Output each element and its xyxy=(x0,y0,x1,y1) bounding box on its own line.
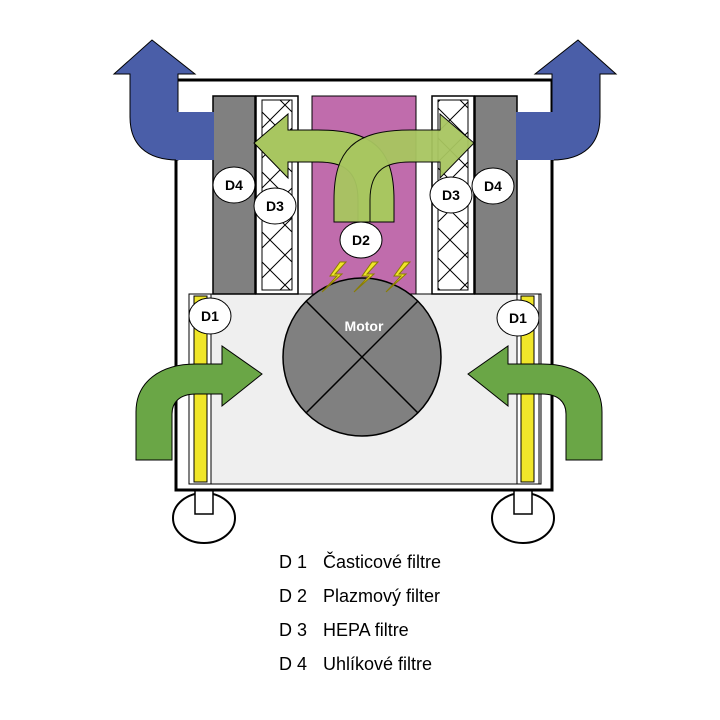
outflow-duct-left xyxy=(176,112,214,160)
spark-icon xyxy=(353,261,380,293)
label-d4-left: D4 xyxy=(212,166,256,204)
legend-text: Uhlíkové filtre xyxy=(323,654,433,674)
legend: D 1 Časticové filtre D 2 Plazmový filter D… xyxy=(279,550,441,686)
legend-item: D 3 HEPA filtre xyxy=(279,618,441,652)
label-d2: D2 xyxy=(339,221,383,259)
legend-code: D 4 xyxy=(279,654,308,674)
svg-text:D3: D3 xyxy=(266,198,284,214)
legend-text: HEPA filtre xyxy=(323,620,409,640)
inflow-arrow-left xyxy=(135,345,263,461)
legend-text: Časticové filtre xyxy=(323,552,442,572)
legend-code: D 2 xyxy=(279,586,308,606)
motor: Motor xyxy=(282,277,442,437)
legend-code: D 1 xyxy=(279,552,308,572)
plasma-sparks xyxy=(321,261,412,293)
spark-icon xyxy=(321,261,348,293)
svg-text:D4: D4 xyxy=(484,178,502,194)
plasma-filter xyxy=(311,95,417,295)
inner-arrow-right xyxy=(333,112,475,223)
outflow-duct-right xyxy=(516,112,554,160)
outflow-arrow-left xyxy=(112,39,197,161)
legend-item: D 2 Plazmový filter xyxy=(279,584,441,618)
svg-text:D4: D4 xyxy=(225,177,243,193)
legend-item: D 1 Časticové filtre xyxy=(279,550,441,584)
motor-label: Motor xyxy=(345,318,384,334)
outflow-arrow-right xyxy=(533,39,618,161)
svg-text:D3: D3 xyxy=(442,187,460,203)
label-d3-right: D3 xyxy=(429,176,473,214)
svg-text:D1: D1 xyxy=(509,310,527,326)
label-d4-right: D4 xyxy=(471,167,515,205)
legend-text: Plazmový filter xyxy=(323,586,441,606)
legend-code: D 3 xyxy=(279,620,308,640)
wheel-right xyxy=(491,489,555,544)
inflow-arrow-right xyxy=(467,345,603,461)
label-d3-left: D3 xyxy=(253,187,297,225)
svg-text:D2: D2 xyxy=(352,232,370,248)
label-d1-left: D1 xyxy=(188,297,232,335)
svg-text:D1: D1 xyxy=(201,308,219,324)
legend-item: D 4 Uhlíkové filtre xyxy=(279,652,441,686)
spark-icon xyxy=(385,261,412,293)
wheel-left xyxy=(172,489,236,544)
label-d1-right: D1 xyxy=(496,299,540,337)
